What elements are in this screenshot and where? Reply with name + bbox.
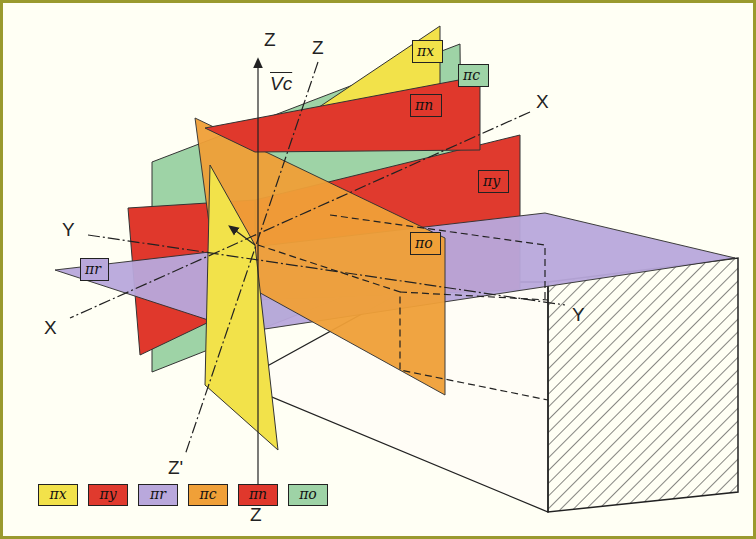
legend-text: πx — [49, 486, 66, 502]
legend-swatch: πn — [238, 484, 278, 506]
legend-text: πr — [150, 486, 166, 502]
plane-symbol: πo — [415, 234, 436, 252]
legend-text: πo — [299, 486, 317, 502]
legend-swatch: πc — [188, 484, 228, 506]
axis-label: Z' — [168, 458, 183, 478]
axis-label: Z — [312, 38, 324, 58]
legend-swatch: πo — [288, 484, 328, 506]
plane-symbol: πc — [463, 66, 484, 84]
plane-label-box: πc — [458, 64, 489, 87]
axis-label: X — [536, 92, 549, 112]
hidden-edges — [258, 215, 548, 400]
plane-label-box: πr — [80, 258, 109, 281]
plane-symbol: πr — [85, 260, 104, 278]
axis-label: Z — [250, 505, 262, 525]
plane-yellow-bottom — [205, 165, 278, 450]
plane-label-box: πy — [478, 170, 509, 193]
plane-symbol: πx — [417, 42, 438, 60]
legend-swatch: πy — [88, 484, 128, 506]
legend-swatch: πx — [38, 484, 78, 506]
plane-label-box: πx — [412, 40, 443, 63]
plane-label-box: πn — [410, 94, 442, 117]
legend-text: πn — [249, 486, 267, 502]
tool-section-hatched — [548, 258, 738, 512]
axis-label: X — [44, 318, 57, 338]
legend-text: πy — [99, 486, 116, 502]
axis-label: Vc — [270, 74, 292, 94]
plane-red-top — [205, 76, 480, 152]
axis-label: Y — [62, 220, 75, 240]
plane-symbol: πy — [483, 172, 504, 190]
legend-swatch: πr — [138, 484, 178, 506]
axes — [70, 62, 565, 498]
plane-label-box: πo — [410, 232, 441, 255]
axis-label: Z — [264, 30, 276, 50]
axis-label: Y — [572, 305, 585, 325]
legend-text: πc — [199, 486, 216, 502]
plane-symbol: πn — [415, 96, 437, 114]
